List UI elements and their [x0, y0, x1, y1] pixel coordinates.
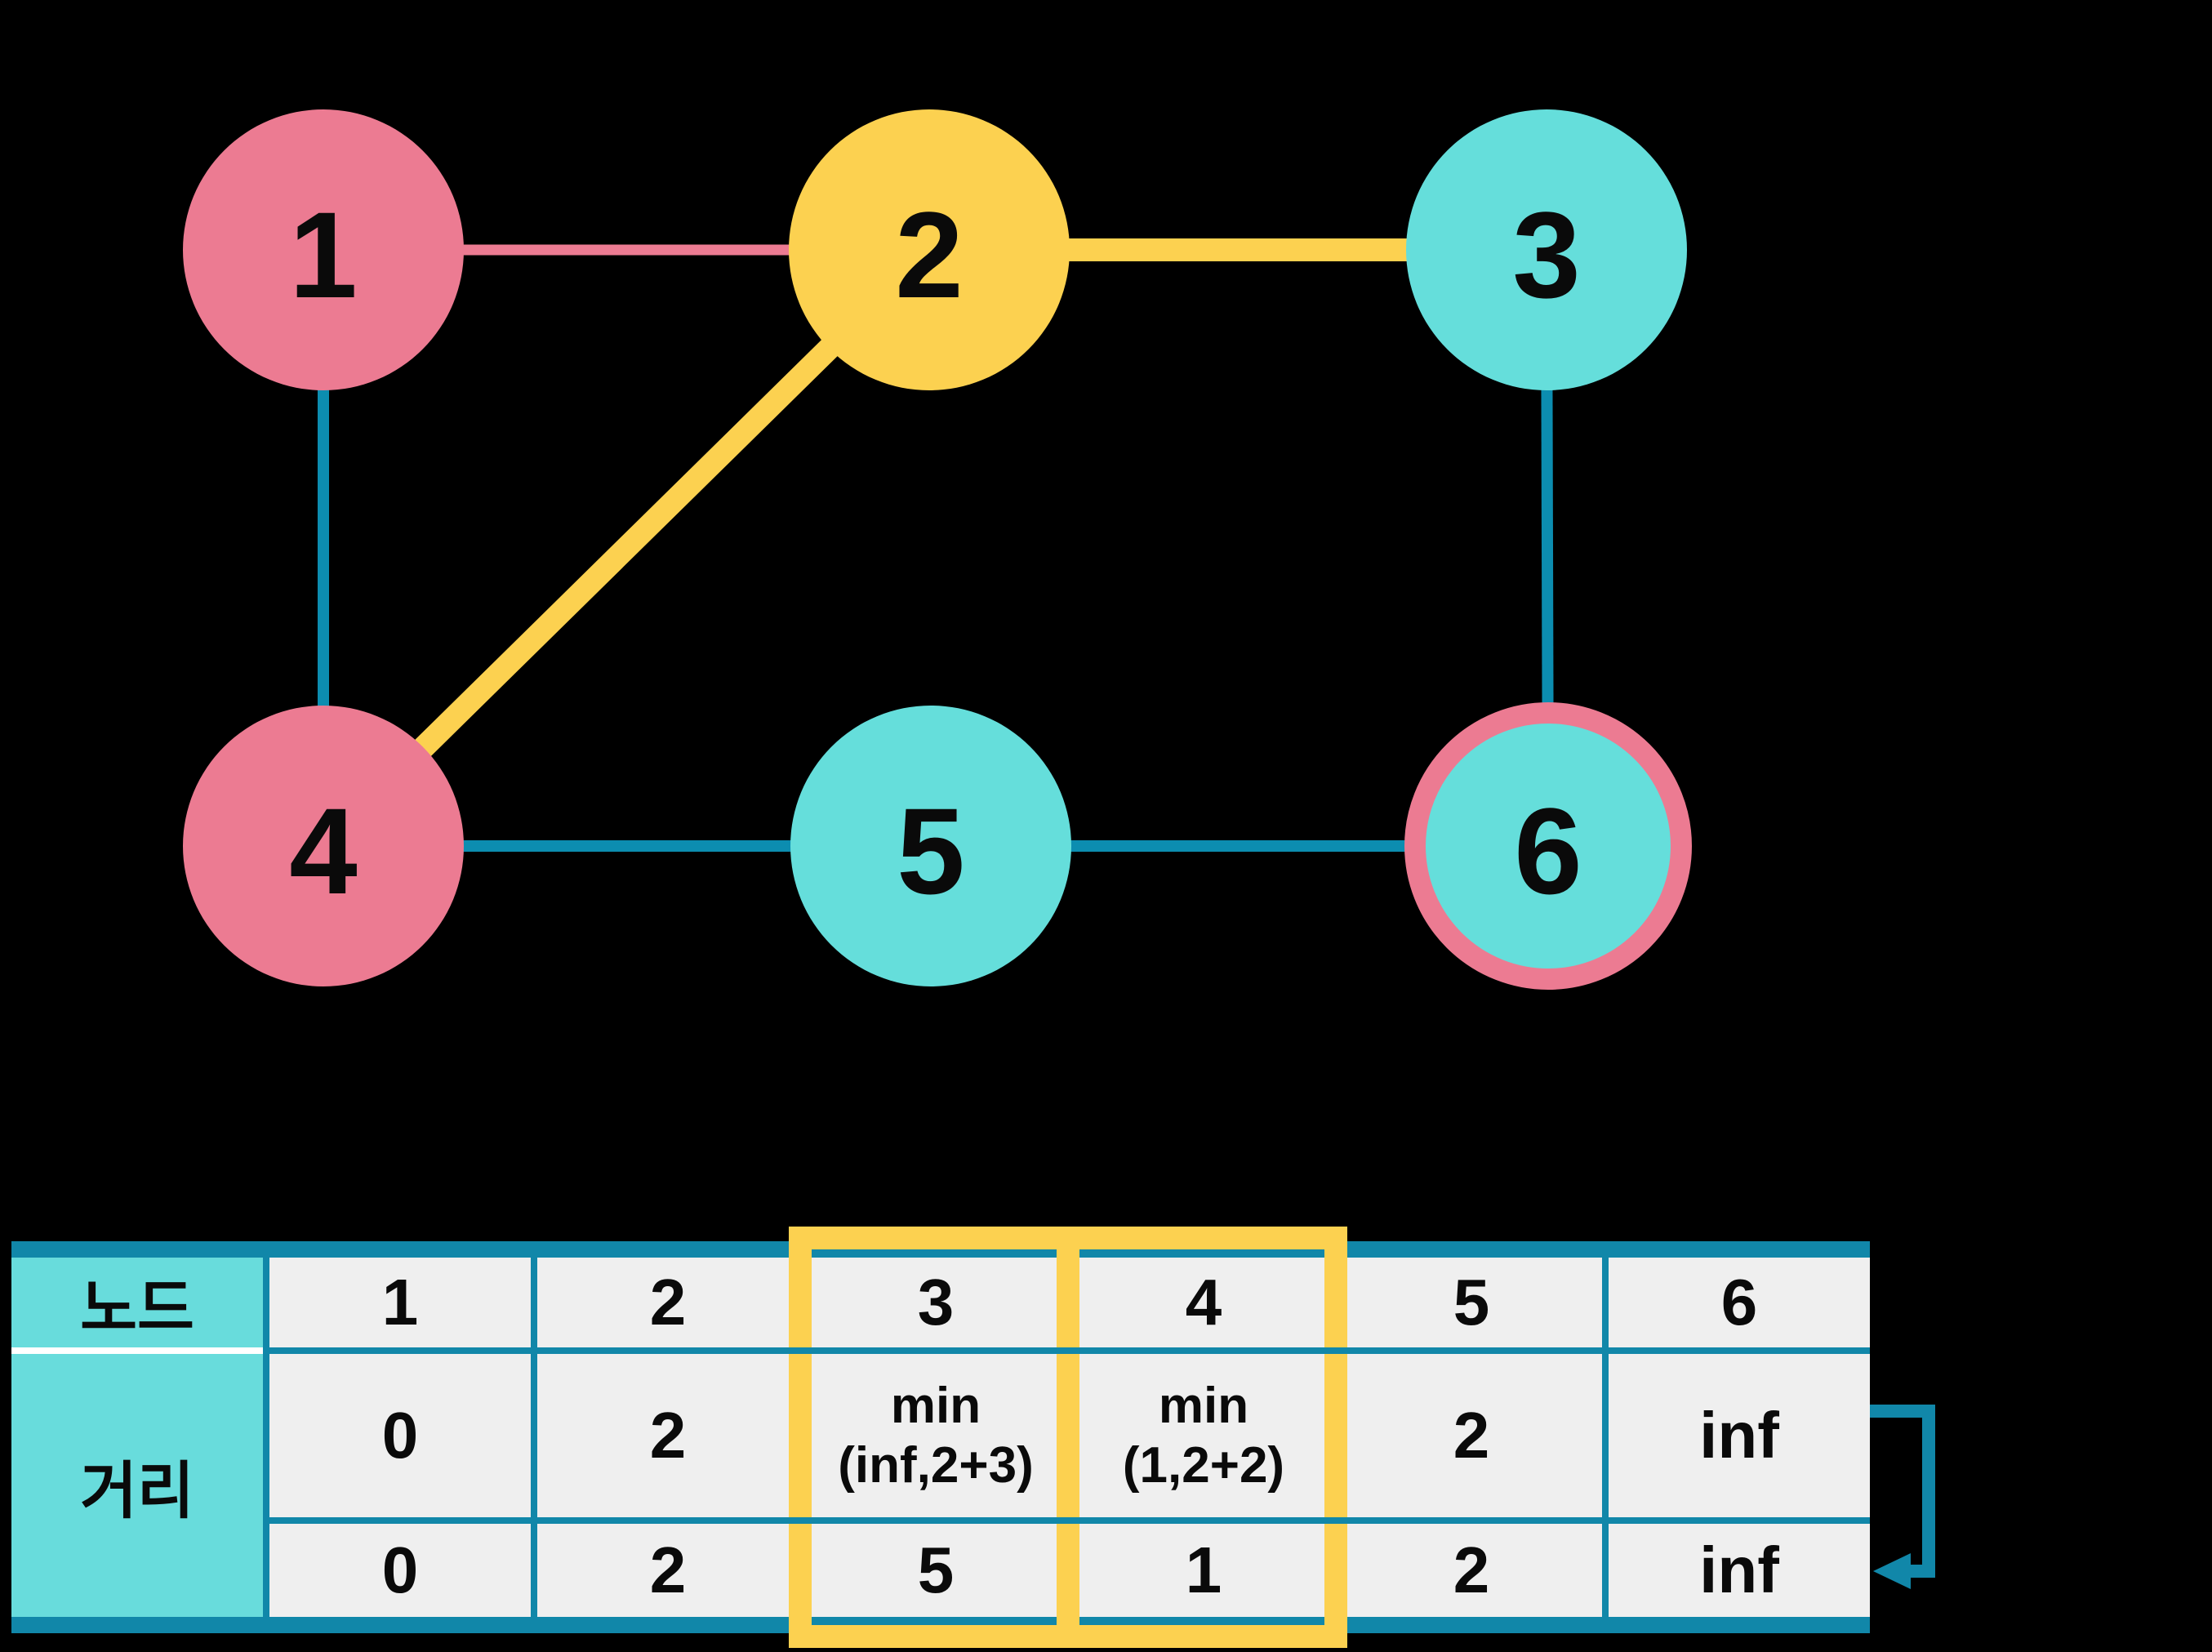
cell-result-3: 5 — [805, 1524, 1066, 1617]
loop-arrow-top — [1870, 1405, 1935, 1418]
col-separator-5 — [1602, 1258, 1609, 1617]
cell-node-3: 3 — [805, 1258, 1066, 1347]
cell-calc-2: 2 — [537, 1354, 799, 1517]
node-6: 6 — [1404, 702, 1692, 990]
cell-calc-3-line-1: min — [890, 1377, 981, 1434]
cell-calc-1: 0 — [269, 1354, 531, 1517]
cell-calc-1-line-1: 0 — [381, 1399, 419, 1472]
cell-result-4-value: 1 — [1185, 1534, 1222, 1606]
node-6-circle — [1404, 702, 1692, 990]
node-1-label: 1 — [289, 186, 357, 323]
node-2-circle — [789, 109, 1070, 390]
row-separator-calc-result — [269, 1517, 1870, 1524]
node-3: 3 — [1406, 109, 1687, 390]
cell-calc-4: min(1,2+2) — [1073, 1354, 1334, 1517]
cell-node-6: 6 — [1609, 1258, 1870, 1347]
col-separator-0 — [263, 1258, 269, 1617]
cell-calc-5-line-1: 2 — [1453, 1399, 1490, 1472]
node-5-circle — [790, 706, 1071, 986]
node-1-circle — [183, 109, 464, 390]
highlight-box-col-3 — [789, 1227, 1079, 1648]
cell-node-4: 4 — [1073, 1258, 1334, 1347]
node-1: 1 — [183, 109, 464, 390]
row-header-distance: 거리 — [11, 1354, 263, 1617]
row-header-gap — [11, 1347, 263, 1354]
cell-calc-2-line-1: 2 — [649, 1399, 687, 1472]
node-4: 4 — [183, 706, 464, 986]
cell-node-2-value: 2 — [649, 1266, 687, 1338]
cell-result-1-value: 0 — [381, 1534, 419, 1606]
cell-node-5-value: 5 — [1453, 1266, 1490, 1338]
row-header-node-label: 노드 — [80, 1274, 194, 1343]
node-3-label: 3 — [1512, 186, 1580, 323]
graph-canvas: 1 2 3 4 5 6 — [183, 109, 1692, 990]
cell-result-3-value: 5 — [917, 1534, 955, 1606]
node-4-circle — [183, 706, 464, 986]
cell-calc-4-line-2: (1,2+2) — [1122, 1437, 1285, 1494]
cell-node-5: 5 — [1341, 1258, 1602, 1347]
cell-result-2-value: 2 — [649, 1534, 687, 1606]
row-header-distance-label: 거리 — [80, 1457, 194, 1526]
row-separator-node-distance — [269, 1347, 1870, 1354]
edge-2-4 — [315, 242, 937, 854]
loop-arrow-stem — [1922, 1405, 1935, 1578]
cell-result-5: 2 — [1341, 1524, 1602, 1617]
cell-result-1: 0 — [269, 1524, 531, 1617]
node-3-circle — [1406, 109, 1687, 390]
node-6-label: 6 — [1514, 782, 1582, 920]
cell-calc-6-line-1: inf — [1699, 1399, 1779, 1472]
cell-node-1: 1 — [269, 1258, 531, 1347]
cell-result-4: 1 — [1073, 1524, 1334, 1617]
cell-node-6-value: 6 — [1720, 1266, 1758, 1338]
cell-result-6-value: inf — [1699, 1534, 1779, 1606]
cell-node-2: 2 — [537, 1258, 799, 1347]
loop-arrow-head — [1873, 1553, 1911, 1589]
highlight-box-col-4 — [1057, 1227, 1347, 1648]
cell-calc-3: min(inf,2+3) — [805, 1354, 1066, 1517]
row-header-node: 노드 — [11, 1258, 263, 1347]
node-2: 2 — [789, 109, 1070, 390]
node-5: 5 — [790, 706, 1071, 986]
cell-calc-3-line-2: (inf,2+3) — [838, 1437, 1034, 1494]
cell-calc-4-line-1: min — [1158, 1377, 1249, 1434]
cell-node-3-value: 3 — [917, 1266, 955, 1338]
cell-result-5-value: 2 — [1453, 1534, 1490, 1606]
node-2-label: 2 — [895, 186, 963, 323]
cell-node-1-value: 1 — [381, 1266, 419, 1338]
node-5-label: 5 — [897, 782, 964, 920]
loop-arrow-bottom — [1904, 1565, 1935, 1578]
cell-result-6: inf — [1609, 1524, 1870, 1617]
node-4-label: 4 — [289, 782, 357, 920]
table-top-border — [11, 1241, 1870, 1258]
cell-node-4-value: 4 — [1185, 1266, 1222, 1338]
col-separator-1 — [531, 1258, 537, 1617]
cell-calc-6: inf — [1609, 1354, 1870, 1517]
cell-result-2: 2 — [537, 1524, 799, 1617]
cell-calc-5: 2 — [1341, 1354, 1602, 1517]
